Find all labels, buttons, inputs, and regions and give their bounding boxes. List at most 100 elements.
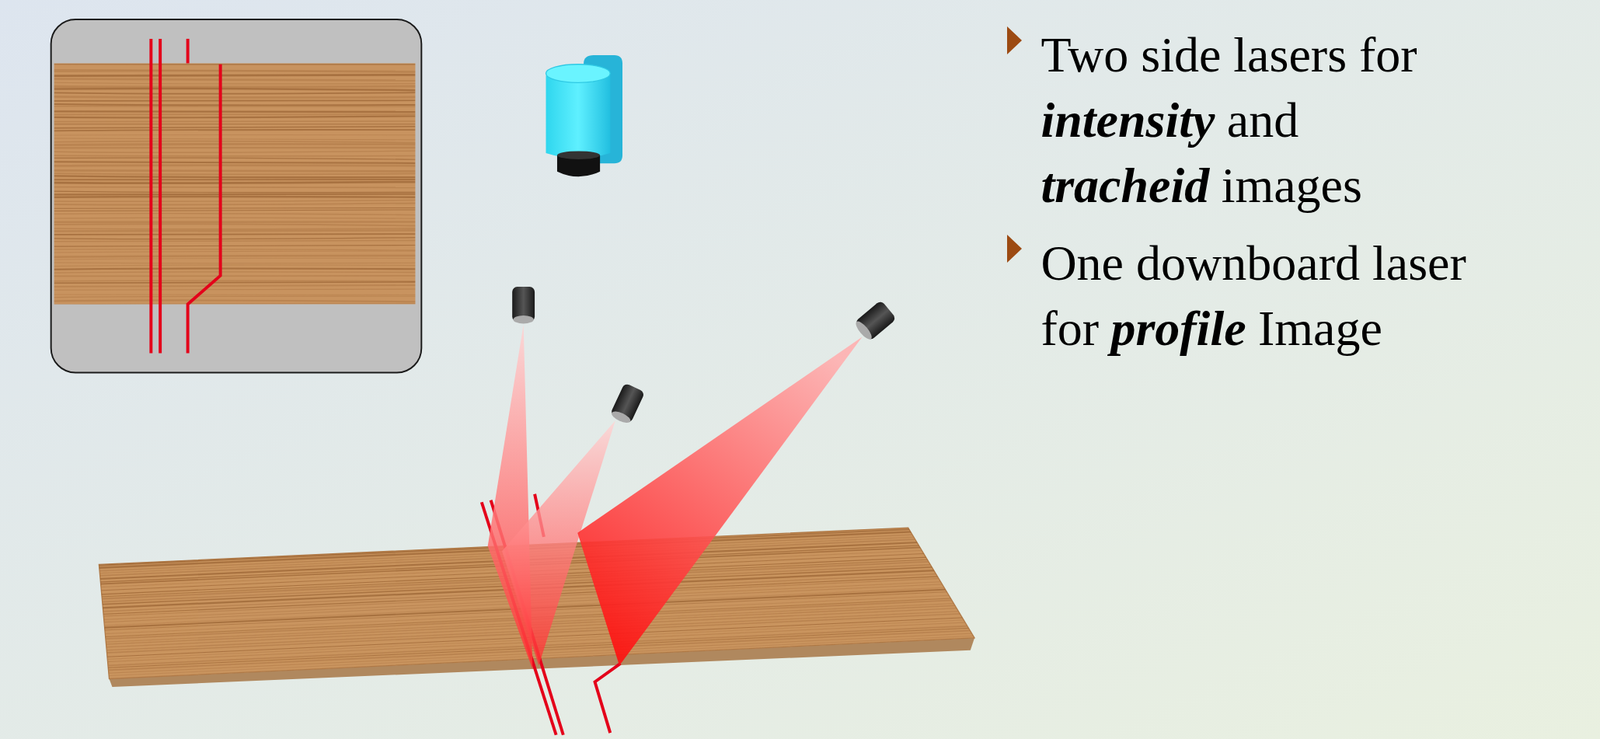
grain-stroke [54, 240, 416, 242]
grain-stroke [54, 120, 416, 123]
grain-stroke [54, 70, 416, 73]
grain-stroke [54, 63, 416, 65]
grain-stroke [54, 257, 416, 260]
bullet-marker [1006, 25, 1024, 57]
grain-stroke [54, 186, 416, 189]
grain-stroke [54, 175, 416, 178]
profile-line [188, 64, 221, 354]
grain-stroke [54, 113, 416, 116]
wood-grain [54, 64, 416, 305]
laser-line [186, 38, 190, 64]
grain-stroke [54, 303, 416, 304]
grain-stroke [54, 209, 416, 212]
grain-stroke [54, 143, 416, 145]
grain-stroke [54, 192, 416, 196]
grain-stroke [54, 294, 416, 296]
grain-stroke [54, 296, 416, 297]
grain-stroke [54, 123, 416, 126]
grain-stroke [54, 279, 416, 282]
tracheid-inset [51, 19, 422, 373]
bullet-text: for [1040, 300, 1099, 356]
grain-stroke [54, 104, 416, 105]
grain-stroke [54, 115, 416, 118]
emphasis-text: tracheid [1040, 157, 1210, 213]
grain-stroke [54, 249, 416, 251]
grain-stroke [54, 126, 416, 129]
laser-lines [150, 38, 220, 354]
grain-stroke [54, 74, 416, 76]
grain-stroke [54, 181, 416, 184]
laser-line [149, 38, 153, 354]
grain-stroke [54, 261, 416, 264]
profile-line [595, 663, 621, 733]
grain-stroke [54, 264, 416, 267]
laser-beams [488, 324, 863, 670]
grain-stroke [54, 134, 416, 136]
grain-stroke [54, 178, 416, 181]
bullet-text: Two side lasers for [1040, 27, 1417, 83]
grain-stroke [54, 227, 416, 231]
grain-stroke [54, 213, 416, 216]
bullet-text: One downboard laser [1040, 235, 1466, 291]
grain-stroke [54, 86, 416, 88]
grain-stroke [54, 230, 416, 231]
grain-stroke [54, 233, 416, 236]
grain-stroke [54, 146, 416, 150]
grain-stroke [54, 161, 416, 164]
grain-stroke [54, 275, 416, 277]
grain-stroke [54, 170, 416, 171]
grain-stroke [54, 223, 416, 226]
bullet-marker [1006, 233, 1024, 265]
camera [546, 55, 623, 177]
grain-stroke [54, 268, 416, 270]
grain-stroke [54, 92, 416, 94]
bullet-item: One downboard laser forprofileImage [1040, 230, 1478, 362]
grain-stroke [54, 255, 416, 258]
grain-stroke [54, 271, 416, 273]
grain-stroke [54, 157, 416, 160]
grain-stroke [54, 79, 416, 81]
grain-stroke [54, 82, 416, 84]
bullet-text: Image [1258, 300, 1383, 356]
grain-stroke [54, 138, 416, 140]
grain-stroke [54, 220, 416, 224]
grain-stroke [54, 150, 416, 153]
grain-stroke [54, 173, 416, 175]
bullet-triangle [1007, 234, 1022, 263]
emphasis-text: profile [1110, 300, 1246, 356]
inset-wood [54, 62, 416, 304]
grain-stroke [54, 282, 416, 283]
grain-stroke [54, 202, 416, 205]
grain-stroke [54, 141, 416, 143]
side-laser [609, 383, 645, 426]
grain-stroke [54, 110, 416, 113]
grain-stroke [54, 299, 416, 302]
grain-stroke [54, 217, 416, 219]
emphasis-text: intensity [1040, 92, 1215, 148]
grain-stroke [54, 289, 416, 290]
grain-stroke [54, 195, 416, 199]
grain-stroke [54, 285, 416, 287]
grain-stroke [54, 96, 416, 98]
bullet-text: and [1227, 92, 1299, 148]
grain-stroke [54, 163, 416, 168]
laser-fan [577, 336, 862, 666]
laser-line [158, 38, 162, 354]
grain-stroke [54, 129, 416, 131]
grain-stroke [54, 250, 416, 253]
grain-stroke [54, 99, 416, 102]
grain-stroke [54, 237, 416, 240]
grain-stroke [54, 88, 416, 91]
downboard-laser [852, 299, 896, 343]
grain-stroke [54, 207, 416, 210]
grain-stroke [54, 154, 416, 157]
bullet-triangle [1007, 26, 1022, 55]
side-laser [512, 286, 535, 324]
grain-stroke [54, 105, 416, 108]
grain-stroke [54, 200, 416, 203]
inset-frame [51, 19, 422, 373]
grain-stroke [54, 191, 416, 193]
grain-stroke [54, 244, 416, 247]
